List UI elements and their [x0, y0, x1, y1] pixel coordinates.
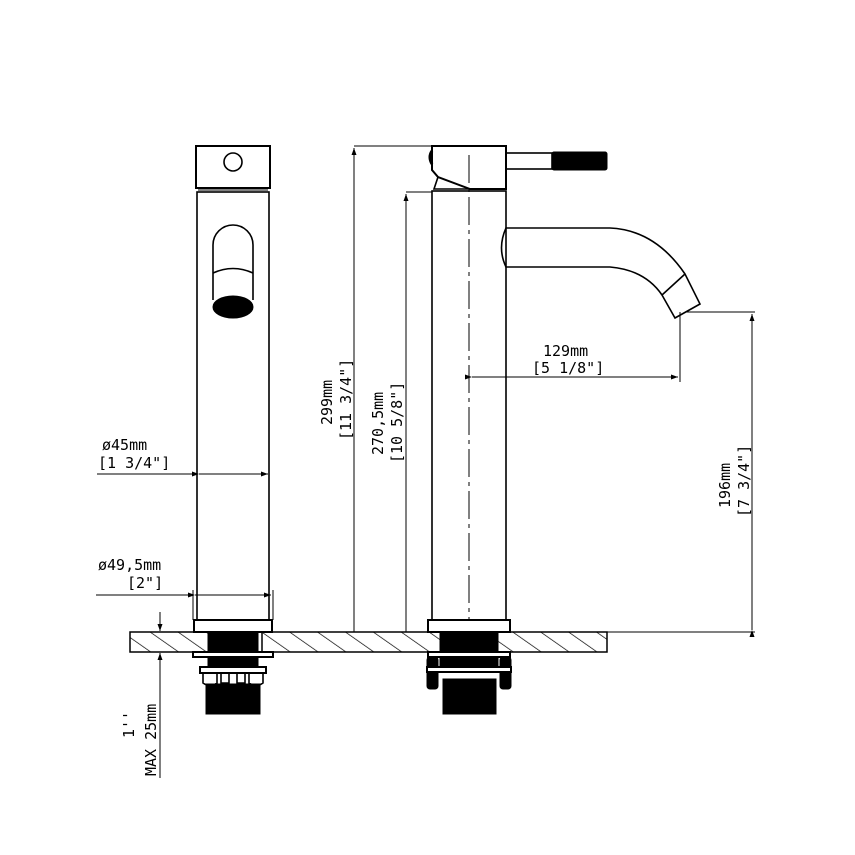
- base-diameter-inch: [2"]: [127, 574, 163, 592]
- deck-max-mm: MAX 25mm: [142, 704, 160, 776]
- front-view: ø45mm [1 3/4"] ø49,5mm [2"] MAX 25mm 1'': [96, 145, 608, 778]
- side-view: 299mm [11 3/4"] 270,5mm [10 5/8"] 129mm …: [318, 145, 755, 715]
- base-diameter-mm: ø49,5mm: [98, 556, 161, 574]
- body-height-inch: [10 5/8"]: [388, 382, 406, 463]
- aerator: [212, 295, 254, 319]
- body-height-mm: 270,5mm: [369, 392, 387, 455]
- total-height-inch: [11 3/4"]: [337, 359, 355, 440]
- total-height-mm: 299mm: [318, 380, 336, 425]
- spout-height-mm: 196mm: [716, 463, 734, 508]
- spout: [500, 227, 702, 320]
- spout-height-inch: [7 3/4"]: [735, 445, 753, 517]
- deck-hatch-left: [129, 631, 218, 653]
- threaded-shank: [205, 683, 261, 715]
- lever-arm: [505, 152, 553, 170]
- shank: [207, 631, 259, 653]
- body-diameter-mm: ø45mm: [102, 436, 147, 454]
- deck-max-inch: 1'': [120, 711, 138, 738]
- spout-outlet: [212, 224, 254, 300]
- faucet-body: [196, 191, 270, 623]
- side-threaded-shank: [442, 678, 497, 715]
- spout-reach-inch: [5 1/8"]: [532, 359, 604, 377]
- base-ring: [193, 619, 273, 633]
- handle-screw-icon: [223, 152, 243, 172]
- body-diameter-inch: [1 3/4"]: [98, 454, 170, 472]
- spout-reach-mm: 129mm: [543, 342, 588, 360]
- lever-grip: [551, 151, 608, 171]
- deck-hatch-middle: [261, 631, 608, 653]
